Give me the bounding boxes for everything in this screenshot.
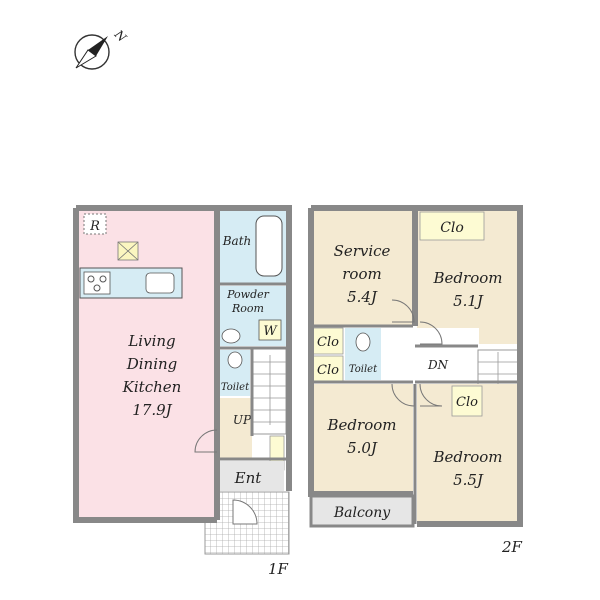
door-swing-bedroom-ne xyxy=(419,321,443,345)
hallway-1f xyxy=(220,398,252,458)
compass-icon: N xyxy=(74,27,129,70)
closet-top-label: Clo xyxy=(440,220,464,236)
toilet-label-2f: Toilet xyxy=(349,364,378,375)
entrance-hall xyxy=(220,461,284,491)
powder-label-2: Room xyxy=(231,302,264,315)
door-swing-entry xyxy=(232,499,258,525)
living-label-3: Kitchen xyxy=(122,378,182,396)
toilet-label-1f: Toilet xyxy=(221,382,250,393)
floor-2: Balcony Service room 5.4J Clo Bedroom 5.… xyxy=(308,205,523,556)
door-swing-service xyxy=(391,299,415,323)
stairs-down-label: DN xyxy=(427,358,449,372)
floor-label-2f: 2F xyxy=(501,538,523,556)
closet-mid xyxy=(451,385,483,417)
fridge-space xyxy=(83,213,107,235)
inner-walls-2f xyxy=(311,324,520,524)
hallway-2f xyxy=(383,328,479,380)
service-size: 5.4J xyxy=(347,288,378,306)
entrance-label: Ent xyxy=(234,469,263,487)
bedroom-sw xyxy=(311,384,413,492)
service-room xyxy=(311,208,413,326)
door-swing-bedroom-se xyxy=(419,383,443,407)
bathtub-icon xyxy=(255,215,283,277)
balcony-label: Balcony xyxy=(333,505,391,521)
compass-north-label: N xyxy=(111,27,129,45)
washer-label: W xyxy=(263,324,278,339)
stove-icon xyxy=(83,271,111,295)
inner-walls-1f xyxy=(220,282,289,461)
floor-label-1f: 1F xyxy=(268,560,289,578)
bath-label: Bath xyxy=(222,234,252,248)
bedroom-sw-size: 5.0J xyxy=(347,439,378,457)
walls-2f xyxy=(308,205,523,527)
washer-space xyxy=(258,319,282,341)
living-label-1: Living xyxy=(127,332,175,350)
floor-1: R Living Dining Kitchen 17.9J Bath Powde… xyxy=(73,205,292,578)
closet-top xyxy=(419,211,485,241)
powder-label-1: Powder xyxy=(226,288,270,301)
staircase-1f xyxy=(252,347,287,435)
service-label-2: room xyxy=(342,265,381,283)
walls-1f xyxy=(73,205,292,523)
living-room xyxy=(76,208,217,520)
range-hood-icon xyxy=(117,241,139,261)
closet-left-1 xyxy=(312,327,344,355)
door-swing-bedroom-sw xyxy=(391,383,415,407)
bedroom-se-size: 5.5J xyxy=(453,471,484,489)
living-label-2: Dining xyxy=(126,355,178,373)
bedroom-sw-label: Bedroom xyxy=(327,416,397,434)
service-label-1: Service xyxy=(334,242,391,260)
toilet-2f-icon xyxy=(355,332,371,352)
washbasin-icon xyxy=(221,328,241,344)
closet-left-1-label: Clo xyxy=(317,335,339,350)
door-swing-ldk xyxy=(194,429,218,453)
sink-icon xyxy=(145,272,175,294)
toilet-icon xyxy=(227,351,243,369)
living-size: 17.9J xyxy=(132,401,172,419)
bedroom-ne-size: 5.1J xyxy=(453,292,484,310)
closet-left-2-label: Clo xyxy=(317,363,339,378)
bedroom-ne-label: Bedroom xyxy=(433,269,503,287)
stairs-up-label: UP xyxy=(233,413,252,427)
closet-mid-label: Clo xyxy=(456,395,478,410)
fridge-label: R xyxy=(89,219,100,234)
bedroom-se-label: Bedroom xyxy=(433,448,503,466)
